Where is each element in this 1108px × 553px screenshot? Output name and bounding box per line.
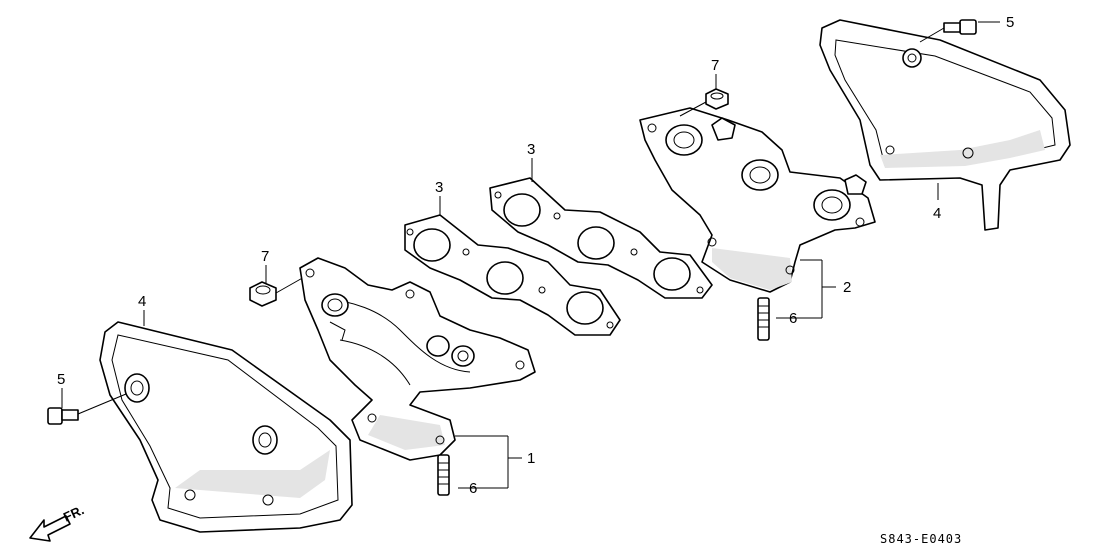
rear-stud-bolt — [757, 297, 770, 341]
callout-nut-front: 7 — [261, 248, 269, 265]
callout-nut-rear: 7 — [711, 57, 719, 74]
rear-manifold-gasket — [489, 177, 713, 299]
callout-stud-front: 6 — [469, 480, 477, 497]
front-exhaust-manifold — [299, 257, 536, 461]
callout-bolt-rear: 5 — [1006, 14, 1014, 31]
front-flange-bolt — [47, 393, 127, 425]
leader-lines — [61, 21, 1000, 489]
front-stud-bolt — [437, 454, 450, 496]
front-direction-arrow: FR. — [29, 502, 86, 542]
callout-bolt-front: 5 — [57, 371, 65, 388]
callout-manifold-rear: 2 — [843, 279, 851, 296]
callout-gasket-rear: 3 — [527, 141, 535, 158]
rear-flange-bolt — [919, 19, 977, 43]
callout-manifold-front: 1 — [527, 450, 535, 467]
rear-heat-cover — [819, 19, 1071, 231]
callout-cover-rear: 4 — [933, 205, 941, 222]
callout-cover-front: 4 — [138, 293, 146, 310]
diagram-code: S843-E0403 — [880, 532, 962, 546]
callout-gasket-front: 3 — [435, 179, 443, 196]
front-flange-nut — [249, 275, 307, 307]
rear-exhaust-manifold — [639, 107, 876, 293]
direction-label: FR. — [61, 502, 86, 524]
callout-stud-rear: 6 — [789, 310, 797, 327]
front-manifold-gasket — [404, 214, 621, 336]
front-heat-cover — [99, 321, 353, 533]
